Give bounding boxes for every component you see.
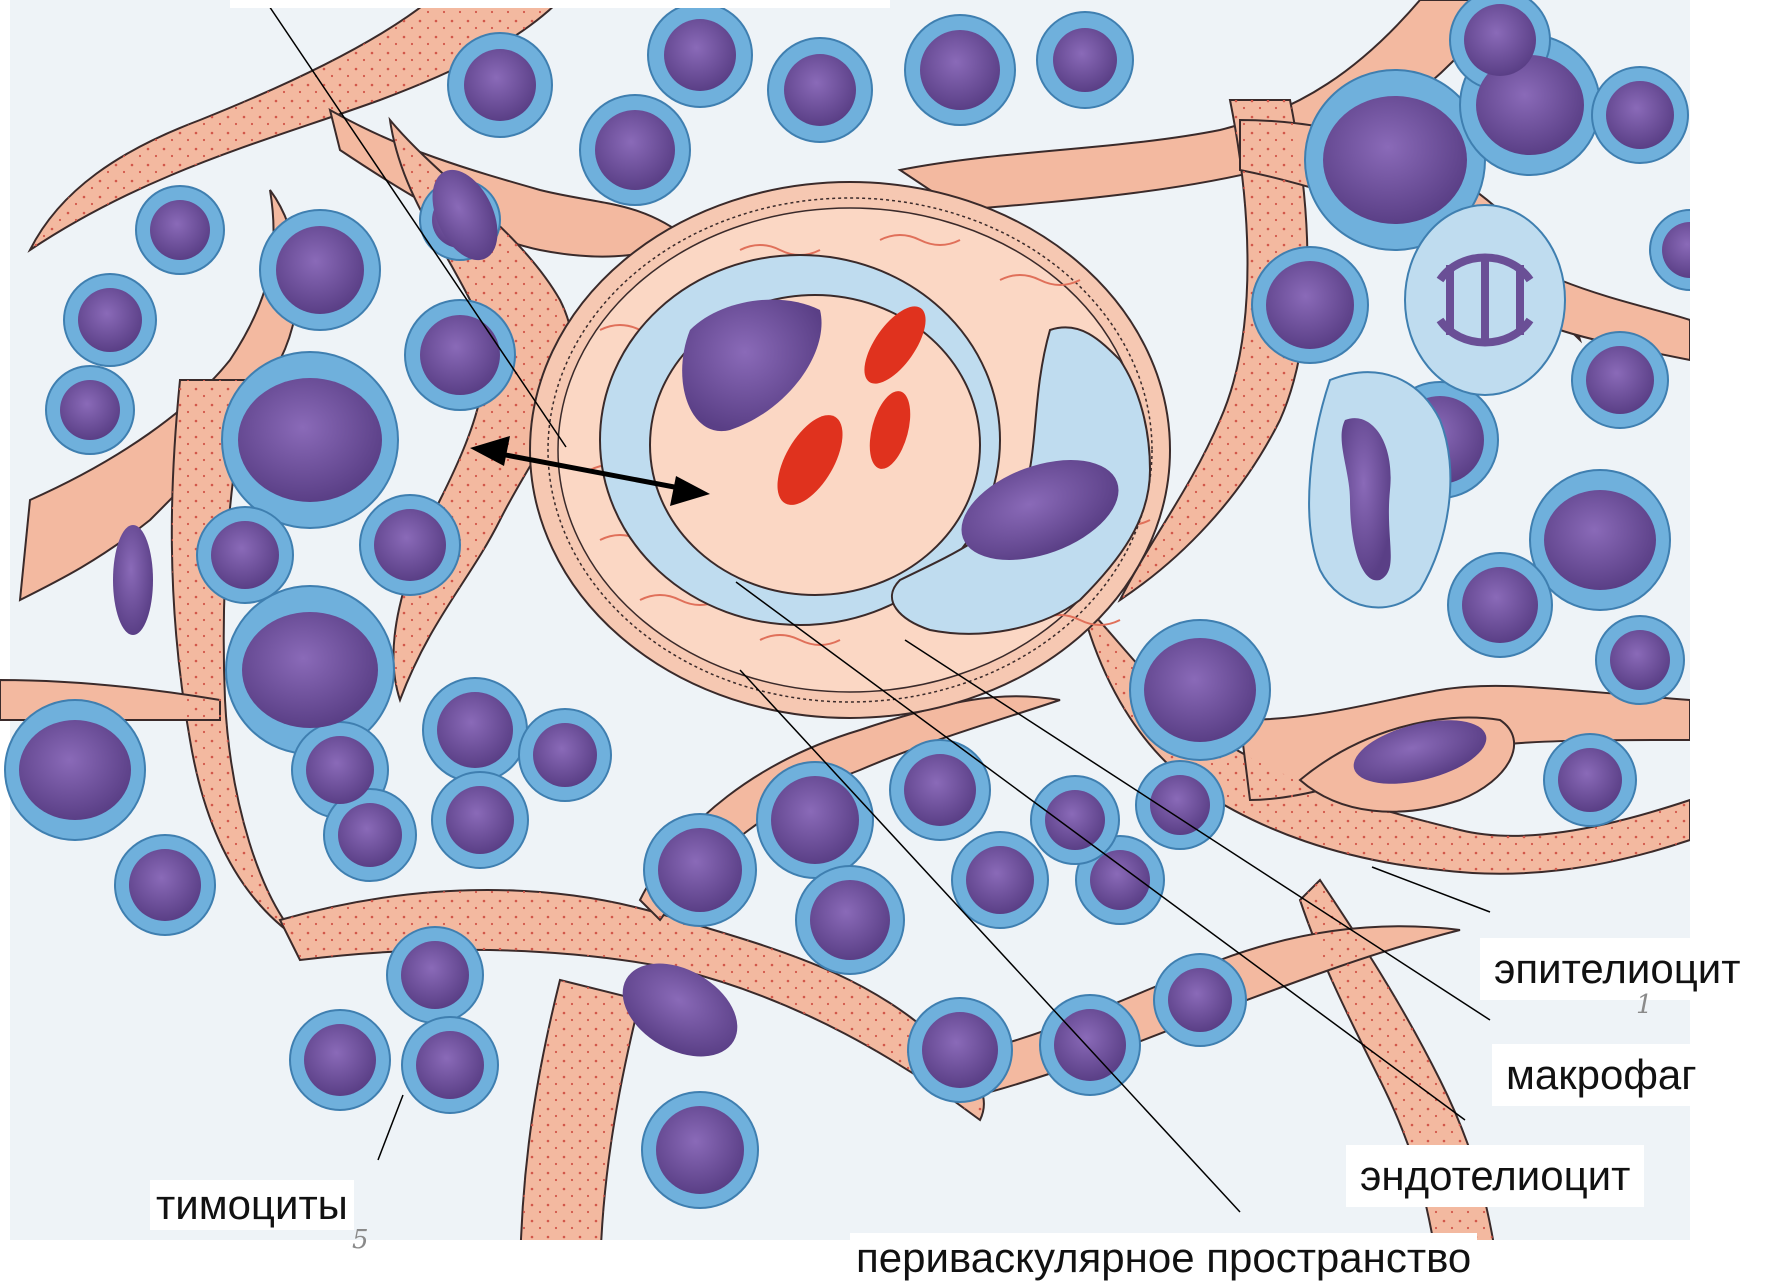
label-endothelial-cell: эндотелиоцит [1346, 1145, 1644, 1207]
right-macrophage [1309, 372, 1450, 607]
pencil-number-1: 1 [1636, 990, 1653, 1020]
label-thymocytes: тимоциты [150, 1180, 354, 1230]
mitotic-cell [1405, 205, 1565, 395]
pencil-number-5: 5 [352, 1225, 369, 1255]
label-epithelial-cell: эпителиоцит [1480, 938, 1754, 1000]
top-label-strip [230, 0, 890, 8]
blood-vessel [530, 182, 1170, 718]
label-macrophage: макрофаг [1492, 1044, 1711, 1106]
label-perivascular-space: периваскулярное пространство [850, 1233, 1477, 1283]
